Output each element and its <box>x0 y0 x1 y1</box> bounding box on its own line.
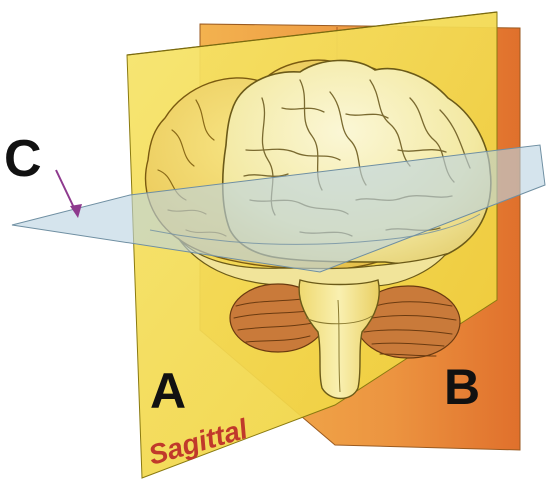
sagittal-plane-letter: A <box>150 363 186 419</box>
coronal-plane-letter: B <box>444 359 480 415</box>
transverse-plane-letter: C <box>4 130 42 188</box>
